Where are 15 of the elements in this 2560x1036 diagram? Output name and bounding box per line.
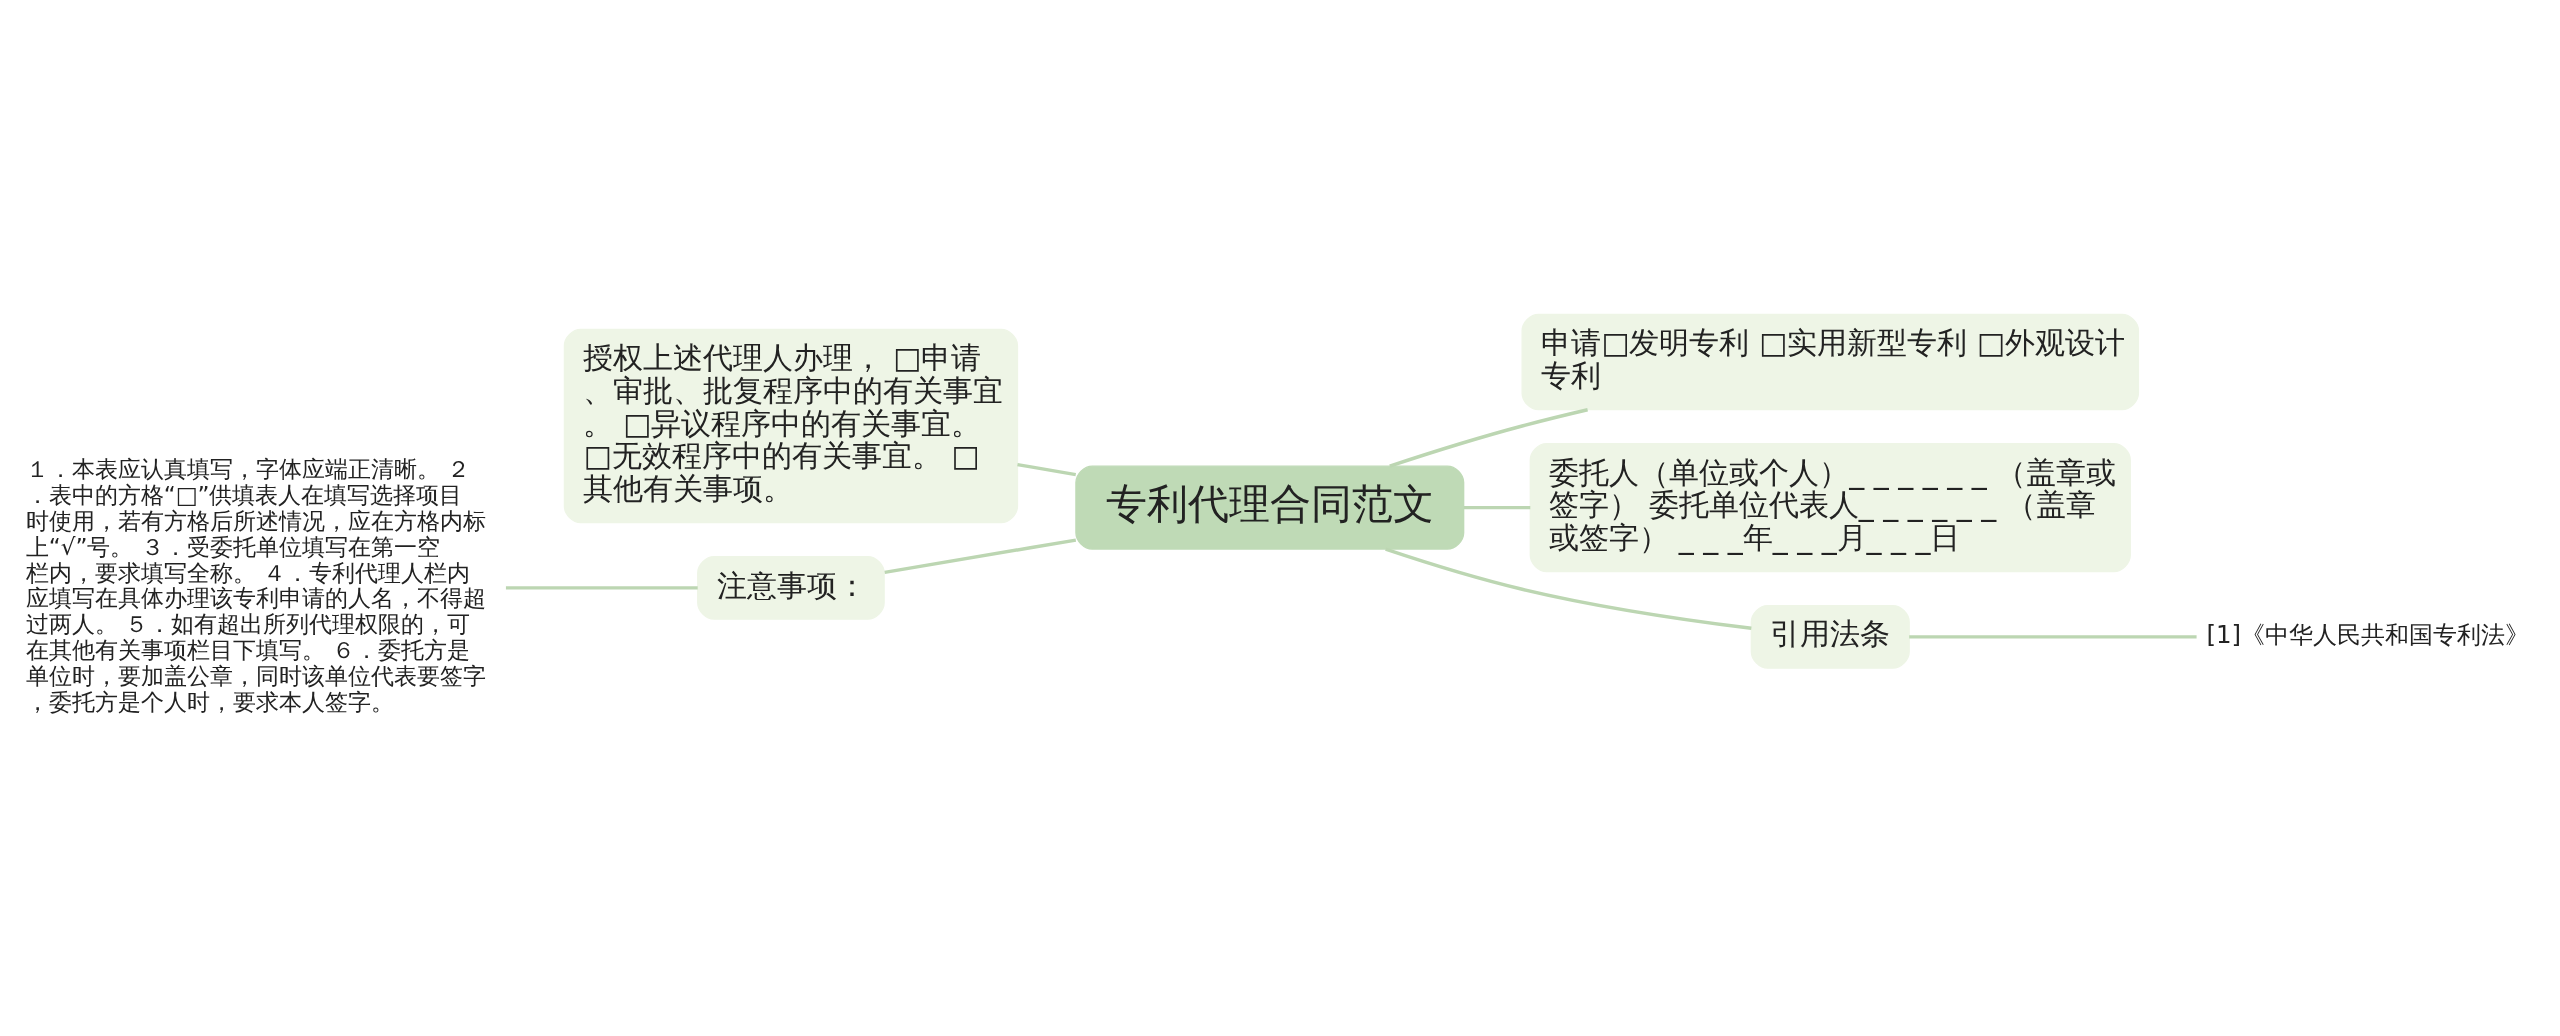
- node-box: 申请□发明专利 □实用新型专利 □外观设计专利: [1521, 313, 2140, 410]
- connector: [1017, 462, 1077, 476]
- connector: [1389, 407, 1588, 468]
- node-text: [1]《中华人民共和国专利法》: [2206, 619, 2530, 649]
- connector: [505, 585, 698, 590]
- connector: [1463, 505, 1531, 509]
- node-box: 授权上述代理人办理， □申请、审批、批复程序中的有关事宜。 □异议程序中的有关事宜。 □无效程序中的有关事宜。 □其他有关事项。: [563, 328, 1019, 523]
- node-box: 注意事项：: [697, 555, 885, 620]
- node-box: 专利代理合同范文: [1075, 464, 1465, 550]
- node-text: １．本表应认真填写，字体应端正清晰。 ２．表中的方格“□”供填表人在填写选择项目时使用，若有方格后所述情况，应在方格内标上“√”号。 ３．受委托单位填写在第一空栏内，要求填写全称。 ４．专利代理人栏内应填写在具体办理该专利申请的人名，不得超过两人。 ５．如有超出所列代理权限的，可在其他有关事项栏目下填写。 ６．委托方是单位时，要加盖公章，同时该单位代表要签字，委托方是个人时，要求本人签字。: [25, 455, 486, 715]
- node-box: 引用法条: [1750, 604, 1910, 669]
- connector: [1385, 547, 1752, 630]
- node-box: 委托人（单位或个人）_ _ _ _ _ _ （盖章或签字） 委托单位代表人_ _ _ _ _ _ （盖章或签字） _ _ _年_ _ _月_ _ _日: [1529, 442, 2131, 572]
- connector: [884, 537, 1077, 574]
- connector: [1909, 634, 2197, 639]
